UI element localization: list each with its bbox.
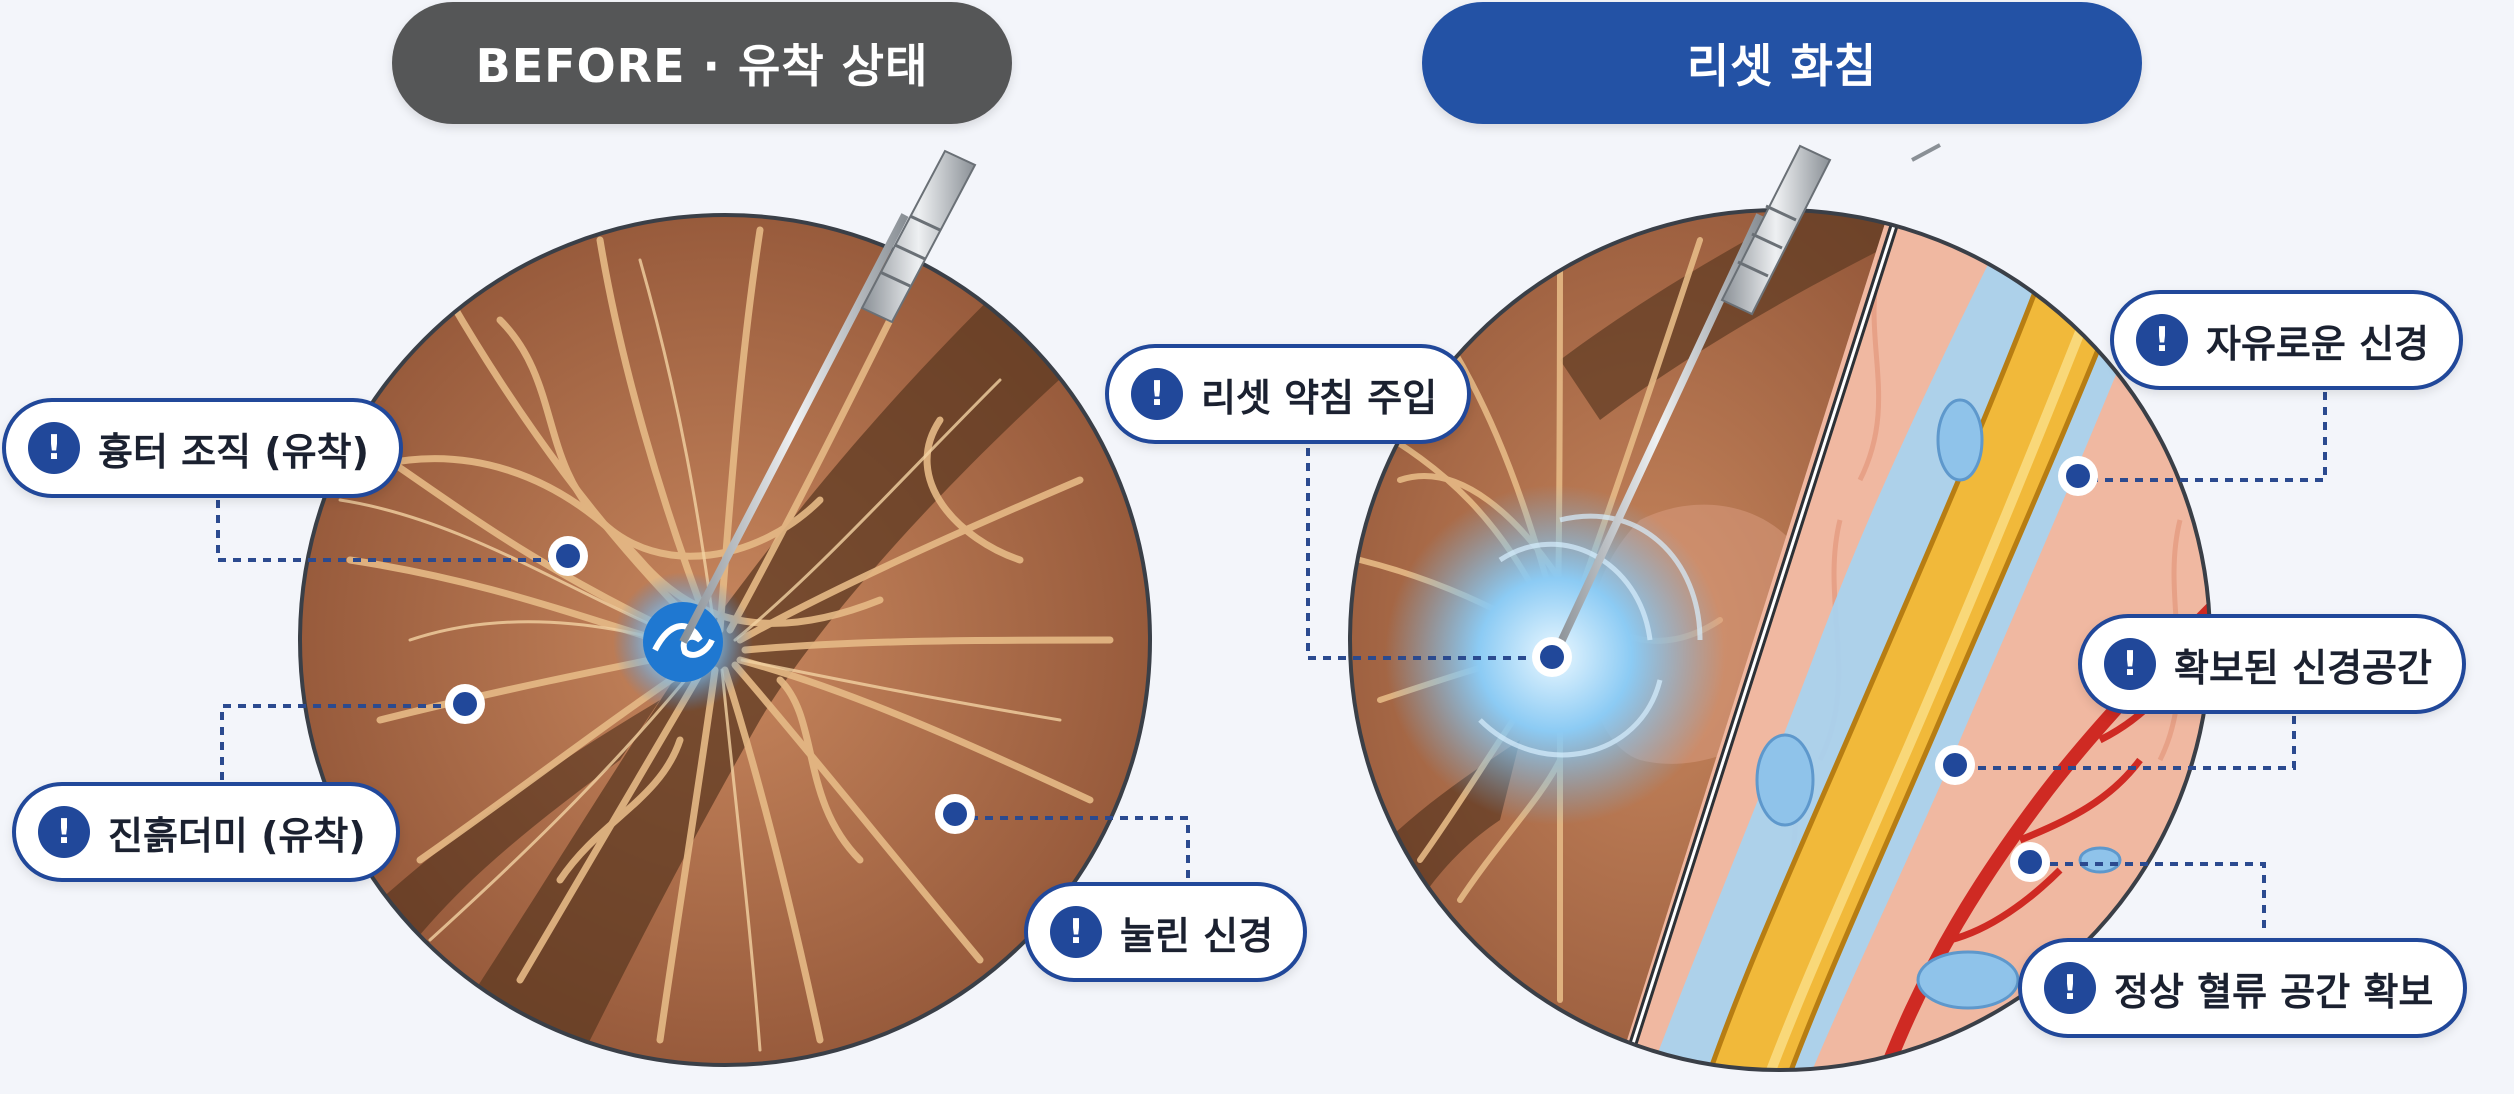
alert-icon: ! <box>1050 906 1102 958</box>
alert-icon: ! <box>28 422 80 474</box>
alert-icon: ! <box>2044 962 2096 1014</box>
alert-icon: ! <box>2104 638 2156 690</box>
after-header: 리셋 화침 <box>1422 2 2142 124</box>
alert-icon: ! <box>38 806 90 858</box>
alert-icon: ! <box>2136 314 2188 366</box>
needle <box>679 213 909 644</box>
callout-label: 진흙더미 (유착) <box>108 813 366 858</box>
callout-pressed-nerve: ! 눌린 신경 <box>1024 882 1308 982</box>
marker-dots <box>445 456 2098 882</box>
before-header: BEFORE · 유착 상태 <box>392 2 1012 124</box>
callout-label: 확보된 신경공간 <box>2174 645 2432 690</box>
callout-label: 정상 혈류 공간 확보 <box>2114 969 2434 1014</box>
callout-nerve-space: ! 확보된 신경공간 <box>2078 614 2466 714</box>
callout-label: 흉터 조직 (유착) <box>98 429 369 474</box>
callout-label: 눌린 신경 <box>1120 913 1274 958</box>
callout-reset-injection: ! 리셋 약침 주입 <box>1105 344 1472 444</box>
callout-label: 리셋 약침 주입 <box>1201 375 1438 420</box>
callout-mud-mass: ! 진흙더미 (유착) <box>12 782 400 882</box>
callout-free-nerve: ! 자유로운 신경 <box>2110 290 2463 390</box>
alert-icon: ! <box>1131 368 1183 420</box>
before-circle <box>298 149 1152 1067</box>
leader-lines <box>216 392 2327 928</box>
callout-scar-tissue: ! 흉터 조직 (유착) <box>2 398 403 498</box>
callout-label: 자유로운 신경 <box>2206 321 2429 366</box>
callout-blood-flow: ! 정상 혈류 공간 확보 <box>2018 938 2468 1038</box>
